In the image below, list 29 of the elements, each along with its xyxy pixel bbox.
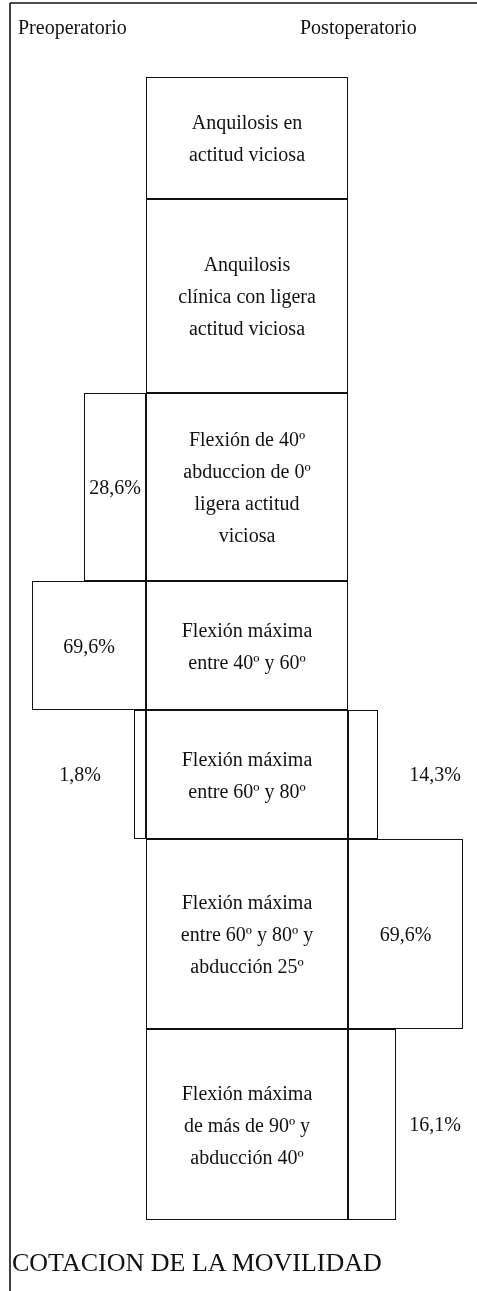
percentage-bar bbox=[348, 839, 463, 1029]
category-box bbox=[146, 1029, 348, 1220]
percentage-bar bbox=[134, 710, 146, 839]
category-label: Flexión máxima de más de 90º y abducción 40º bbox=[180, 1080, 314, 1170]
caption: COTACION DE LA MOVILIDAD bbox=[12, 1248, 382, 1278]
percentage-bar bbox=[348, 1029, 396, 1220]
category-box bbox=[146, 199, 348, 393]
percentage-bar bbox=[348, 710, 378, 839]
percentage-bar bbox=[84, 393, 146, 581]
category-box bbox=[146, 77, 348, 199]
column-header: Postoperatorio bbox=[300, 16, 417, 39]
percentage-label: 28,6% bbox=[89, 475, 141, 500]
percentage-label: 16,1% bbox=[408, 1112, 462, 1137]
category-box bbox=[146, 581, 348, 710]
percentage-bar bbox=[32, 581, 146, 710]
percentage-label: 69,6% bbox=[379, 922, 432, 947]
category-label: Anquilosis en actitud viciosa bbox=[187, 110, 307, 167]
percentage-label: 14,3% bbox=[408, 762, 462, 787]
category-box bbox=[146, 839, 348, 1029]
category-label: Flexión máxima entre 60º y 80º y abducción 25º bbox=[179, 890, 315, 979]
category-label: Flexión máxima entre 40º y 60º bbox=[180, 617, 314, 676]
column-header: Preoperatorio bbox=[18, 16, 127, 39]
category-label: Anquilosis clínica con ligera actitud viciosa bbox=[177, 252, 317, 341]
category-box bbox=[146, 710, 348, 839]
category-label: Flexión máxima entre 60º y 80º bbox=[180, 746, 314, 805]
percentage-label: 1,8% bbox=[58, 762, 102, 787]
percentage-label: 69,6% bbox=[63, 633, 115, 659]
category-label: Flexión de 40º abduccion de 0º ligera actitud viciosa bbox=[182, 427, 312, 548]
category-box bbox=[146, 393, 348, 581]
